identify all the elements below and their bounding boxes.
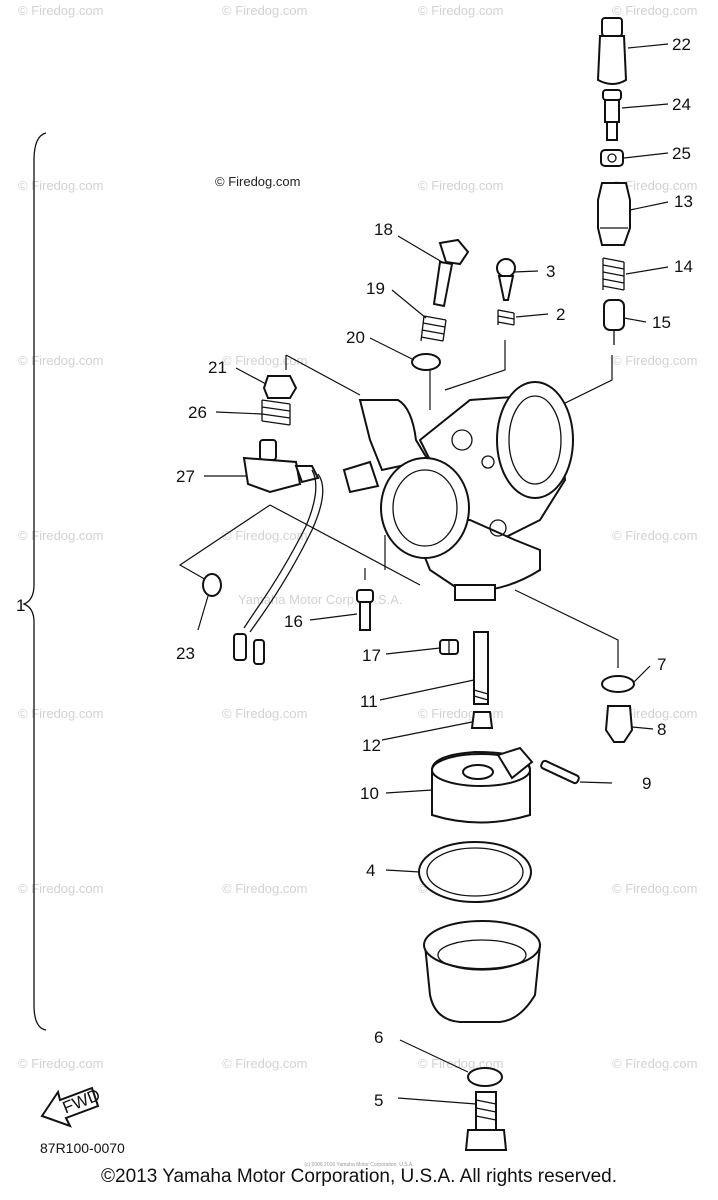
part-9-float-pin	[540, 759, 580, 785]
part-12-jet	[470, 711, 494, 729]
callout-18: 18	[374, 220, 393, 239]
part-7-washer	[601, 675, 635, 693]
callout-24: 24	[672, 95, 691, 114]
watermark: © Firedog.com	[418, 178, 503, 193]
callout-12: 12	[362, 736, 381, 755]
fine-print: (c) 2006 2016 Yamaha Motor Corporation, …	[304, 1162, 414, 1168]
callout-9: 9	[642, 774, 651, 793]
watermark: © Firedog.com	[612, 528, 697, 543]
watermark: © Firedog.com	[222, 353, 307, 368]
callout-13: 13	[674, 192, 693, 211]
callout-19: 19	[366, 279, 385, 298]
callout-7: 7	[657, 655, 666, 674]
part-6-washer	[467, 1067, 503, 1087]
callout-16: 16	[284, 612, 303, 631]
callout-17: 17	[362, 646, 381, 665]
callout-23: 23	[176, 644, 195, 663]
watermark: © Firedog.com	[612, 881, 697, 896]
part-4-gasket	[418, 841, 532, 903]
callout-20: 20	[346, 328, 365, 347]
callout-5: 5	[374, 1091, 383, 1110]
callout-leaders	[197, 43, 669, 1105]
part-24-adjuster	[602, 89, 622, 141]
part-2-spring	[497, 309, 515, 326]
carburetor-body	[342, 381, 574, 601]
callout-11: 11	[360, 692, 378, 711]
part-25-nut	[600, 149, 624, 167]
watermark: © Firedog.com	[18, 3, 103, 18]
part-21-nut	[262, 375, 298, 399]
part-19-spring	[420, 315, 447, 342]
diagram-code: 87R100-0070	[40, 1140, 125, 1156]
part-22-cap	[596, 17, 628, 85]
part-16-plug	[356, 589, 374, 631]
part-8-needle-valve	[604, 705, 634, 743]
callout-10: 10	[360, 784, 379, 803]
callout-26: 26	[188, 403, 207, 422]
watermark: © Firedog.com	[222, 1056, 307, 1071]
callout-15: 15	[652, 313, 671, 332]
watermark: © Firedog.com	[18, 528, 103, 543]
fwd-arrow-icon: FWD	[40, 1085, 103, 1128]
part-10-float	[431, 746, 534, 824]
watermark: © Firedog.com	[222, 528, 307, 543]
watermark: © Firedog.com	[222, 706, 307, 721]
watermark: © Firedog.com	[612, 178, 697, 193]
part-17-main-jet	[439, 639, 459, 655]
watermark: © Firedog.com	[612, 353, 697, 368]
watermark: © Firedog.com	[222, 3, 307, 18]
watermark: © Firedog.com	[612, 706, 697, 721]
part-3-pilot-screw	[496, 258, 516, 301]
watermark: © Firedog.com	[418, 3, 503, 18]
copyright-notice: ©2013 Yamaha Motor Corporation, U.S.A. A…	[101, 1166, 617, 1187]
callout-1: 1	[16, 596, 25, 615]
part-20-washer	[411, 353, 441, 371]
watermark: © Firedog.com	[18, 881, 103, 896]
callout-3: 3	[546, 262, 555, 281]
part-23-washer	[202, 573, 222, 597]
watermark: © Firedog.com	[18, 706, 103, 721]
callout-4: 4	[366, 861, 375, 880]
part-14-spring	[602, 257, 625, 291]
callout-8: 8	[657, 720, 666, 739]
part-15-throttle-valve	[603, 299, 625, 345]
part-5-drain-plug	[464, 1091, 508, 1151]
part-float-chamber	[423, 920, 542, 1023]
callout-22: 22	[672, 35, 691, 54]
watermark: © Firedog.com	[222, 881, 307, 896]
part-18-throttle-stop-screw	[432, 238, 470, 308]
watermark: © Firedog.com	[612, 3, 697, 18]
callout-2: 2	[556, 305, 565, 324]
part-11-needle-jet	[473, 631, 489, 705]
callout-27: 27	[176, 467, 195, 486]
watermark-grid: © Firedog.com © Firedog.com © Firedog.co…	[18, 3, 697, 1071]
part-26-spring	[261, 399, 291, 426]
watermark: © Firedog.com	[612, 1056, 697, 1071]
callout-21: 21	[208, 358, 227, 377]
part-27-starter-plunger	[233, 439, 324, 665]
part-13-mixing-chamber-top	[597, 182, 631, 246]
assembly-brace	[22, 132, 47, 1031]
callout-25: 25	[672, 144, 691, 163]
watermark: © Firedog.com	[18, 178, 103, 193]
callout-14: 14	[674, 257, 693, 276]
callouts: 1 2 3 4 5 6 7 8 9 10 11 12 13 14 15 16 1…	[16, 35, 693, 1110]
watermark: © Firedog.com	[18, 1056, 103, 1071]
callout-6: 6	[374, 1028, 383, 1047]
watermark-label: © Firedog.com	[215, 174, 301, 189]
watermark: © Firedog.com	[18, 353, 103, 368]
